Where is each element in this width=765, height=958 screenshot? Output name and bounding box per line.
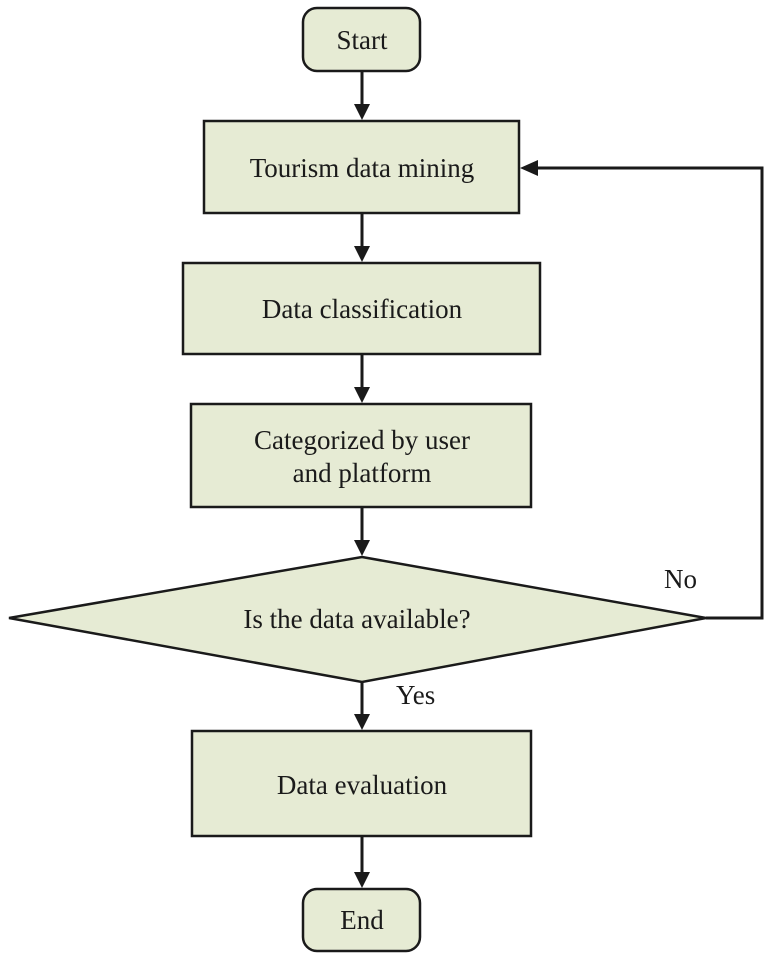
arrowhead-start-to-mining — [354, 104, 370, 120]
arrowhead-loop-back — [520, 160, 538, 176]
no-branch-label: No — [664, 564, 697, 594]
start-label: Start — [337, 25, 388, 55]
end-node: End — [301, 887, 422, 953]
arrowhead-decision-to-evaluation — [354, 714, 370, 730]
decision-label: Is the data available? — [243, 604, 470, 634]
end-label: End — [340, 905, 384, 935]
evaluation-process-shape — [190, 729, 533, 838]
evaluation-label: Data evaluation — [277, 770, 448, 800]
classification-process-shape — [181, 261, 542, 356]
start-node: Start — [301, 6, 422, 73]
mining-node: Tourism data mining — [202, 119, 521, 215]
categorized-label-line1: Categorized by user — [254, 425, 470, 455]
loop-back-connector — [536, 166, 764, 620]
yes-branch-label: Yes — [396, 680, 435, 710]
categorized-node: Categorized by user and platform — [189, 402, 533, 509]
start-terminal-shape — [301, 6, 422, 73]
decision-node: Is the data available? — [8, 555, 707, 684]
arrowhead-classification-to-categorized — [354, 387, 370, 403]
evaluation-node: Data evaluation — [190, 729, 533, 838]
end-terminal-shape — [301, 887, 422, 953]
categorized-process-shape — [189, 402, 533, 509]
categorized-label-line2: and platform — [293, 458, 432, 488]
classification-label: Data classification — [262, 294, 463, 324]
arrowhead-categorized-to-decision — [354, 540, 370, 556]
mining-process-shape — [202, 119, 521, 215]
decision-diamond-shape — [8, 555, 707, 684]
connectors — [354, 71, 764, 888]
classification-node: Data classification — [181, 261, 542, 356]
arrowhead-mining-to-classification — [354, 246, 370, 262]
mining-label: Tourism data mining — [250, 153, 475, 183]
arrowhead-evaluation-to-end — [354, 872, 370, 888]
